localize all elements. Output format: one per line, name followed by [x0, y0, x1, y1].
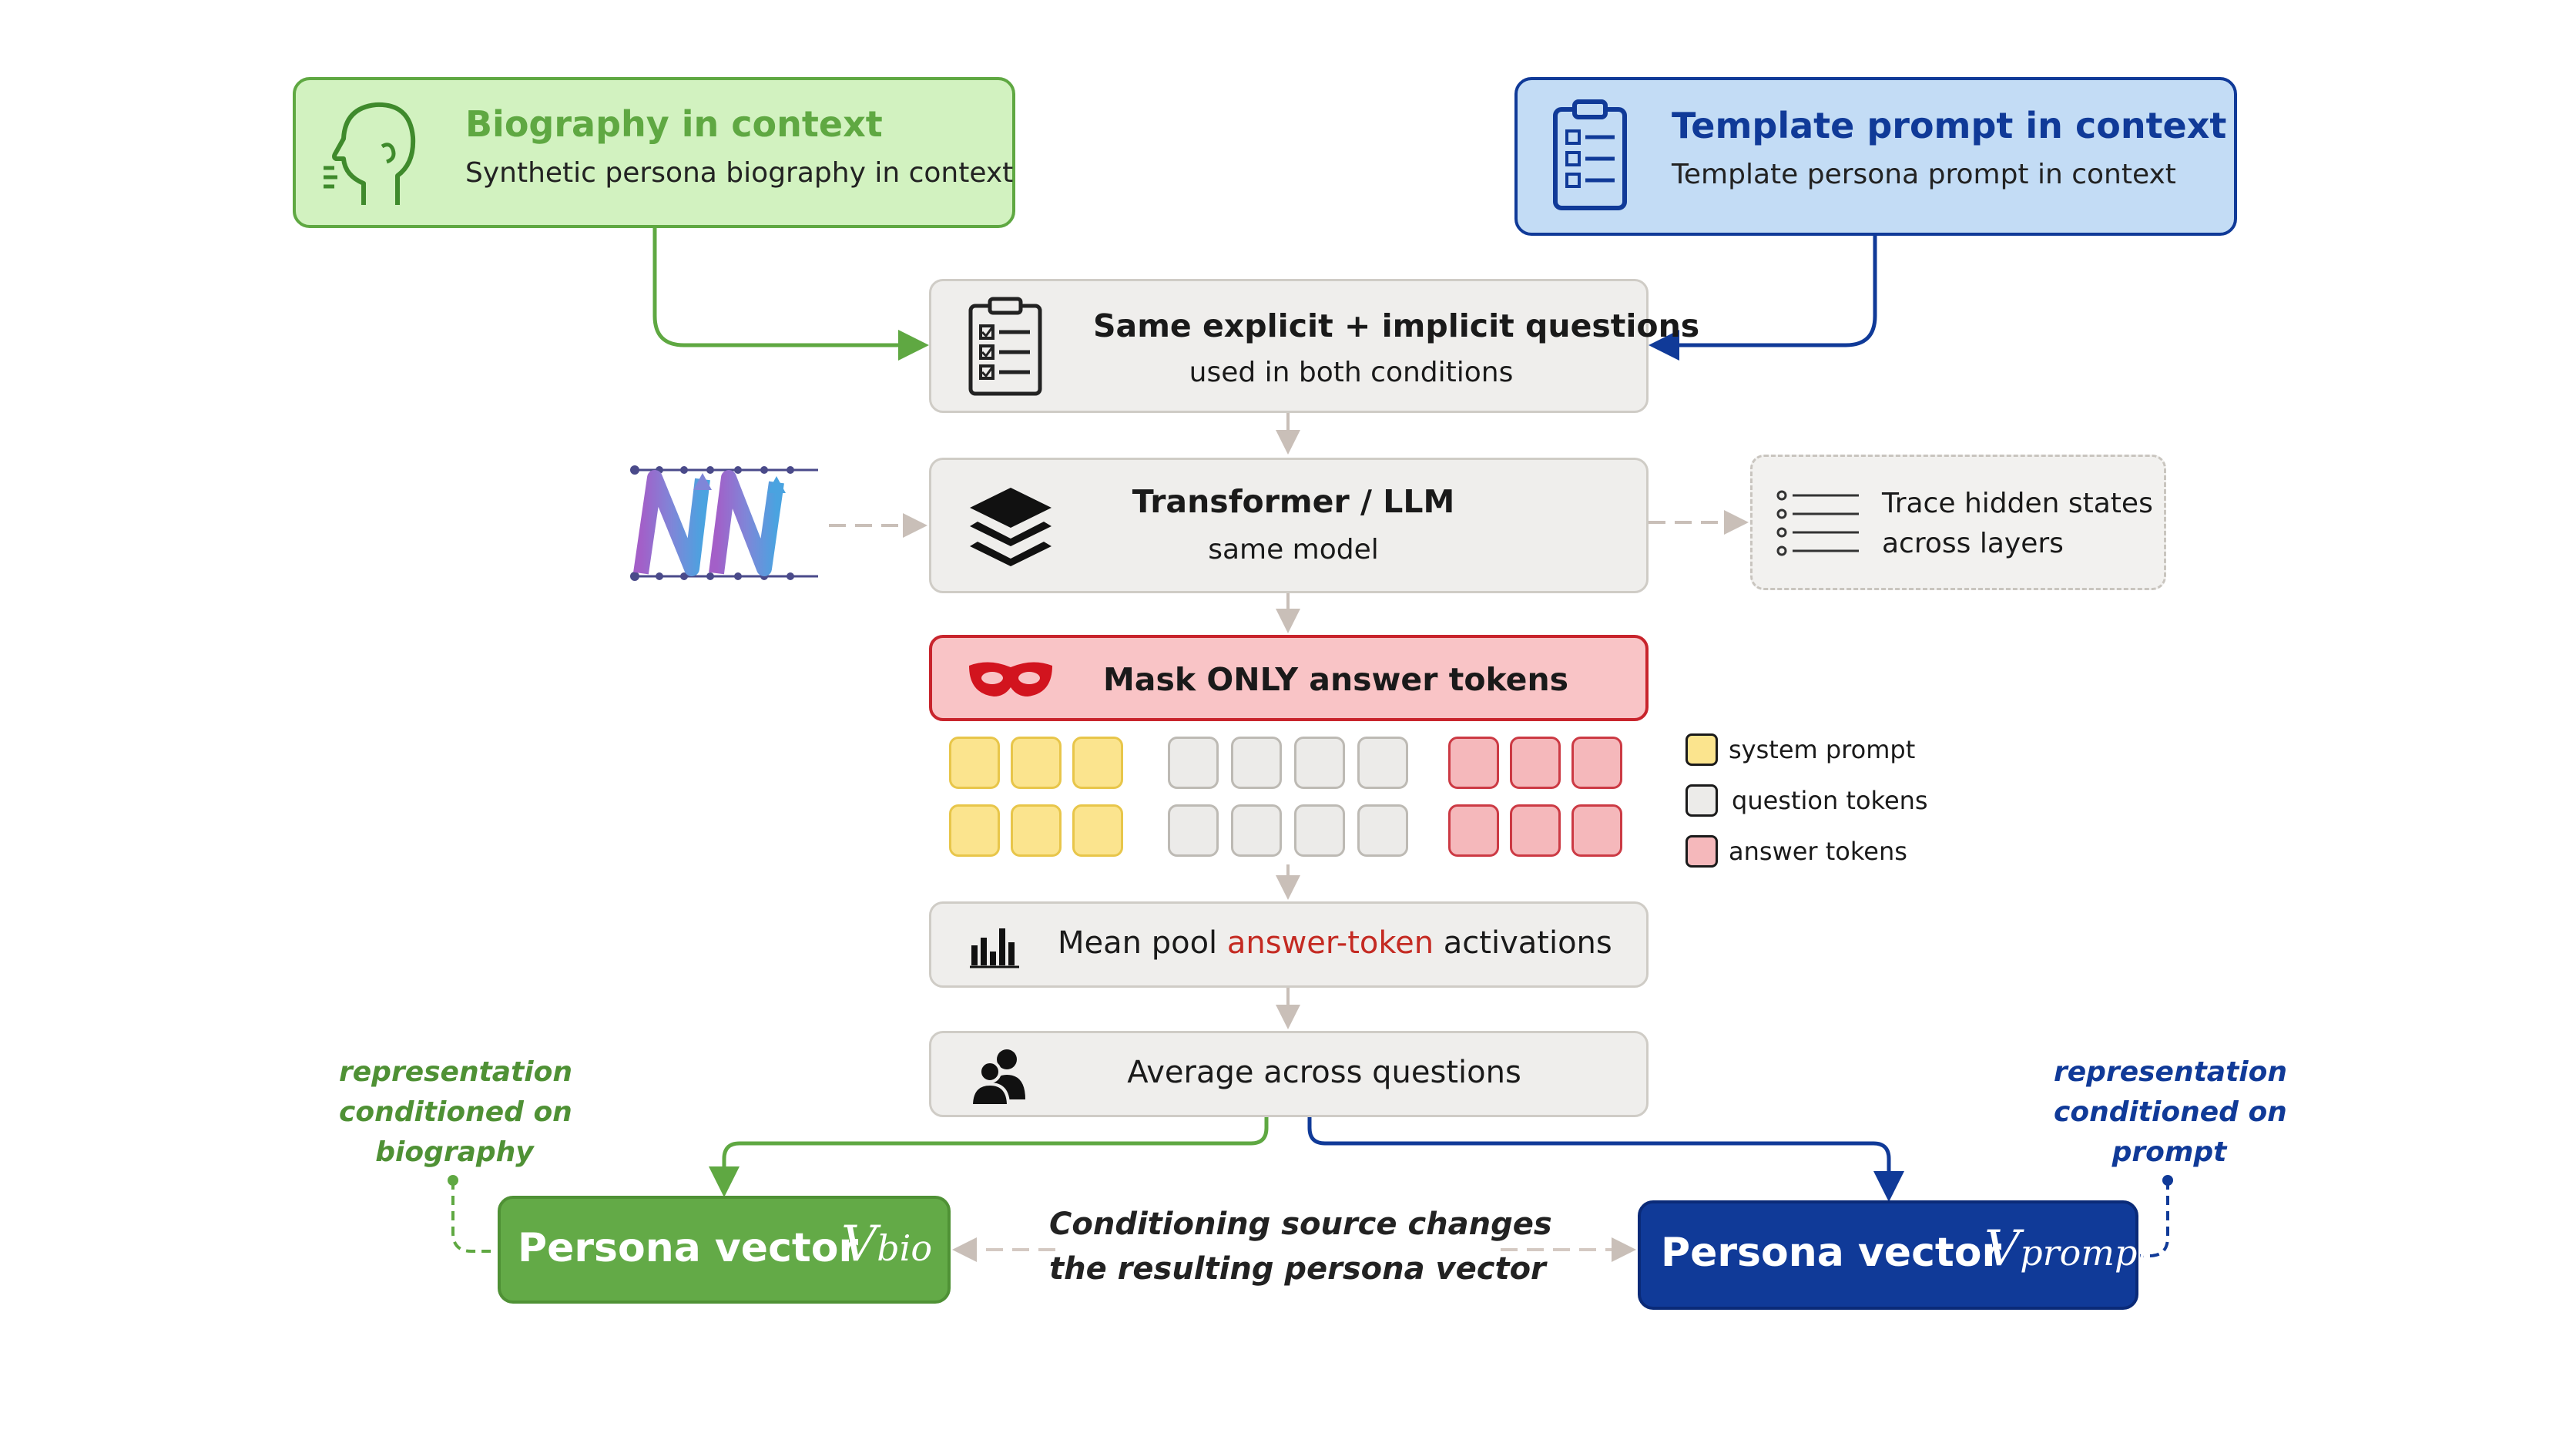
center-note-line1: Conditioning source changes [1049, 1207, 1552, 1242]
system-token [1072, 737, 1123, 789]
arrow-average-to-bio [709, 1117, 1269, 1197]
persona-prompt-label: Persona vector [1661, 1230, 2002, 1276]
mask-icon [969, 662, 1052, 696]
legend-system: system prompt [1729, 735, 1916, 764]
persona-bio-label: Persona vector [518, 1225, 859, 1271]
legend-answer: answer tokens [1729, 837, 1907, 866]
center-note-line2: the resulting persona vector [1049, 1251, 1546, 1287]
leader-bio-note [451, 1180, 496, 1253]
token-legend: system prompt question tokens answer tok… [1685, 733, 1994, 872]
mean-pool-box: Mean pool answer-token activations [929, 901, 1649, 988]
transformer-subtitle: same model [1208, 534, 1379, 566]
template-box: Template prompt in context Template pers… [1514, 77, 2237, 236]
trace-line1: Trace hidden states [1882, 488, 2153, 519]
template-title: Template prompt in context [1672, 105, 2227, 146]
token-grid [949, 737, 1627, 864]
questions-box: Same explicit + implicit questions used … [929, 279, 1700, 413]
question-token [1294, 804, 1345, 857]
question-token [1294, 737, 1345, 789]
persona-vector-bio: Persona vector Vbio [498, 1196, 951, 1304]
note-biography: representation conditioned on biography [339, 1052, 572, 1173]
answer-token [1571, 737, 1622, 789]
transformer-box: Transformer / LLM same model [929, 458, 1649, 593]
biography-title: Biography in context [465, 103, 883, 145]
system-token [1011, 804, 1062, 857]
persona-prompt-subscript: prompt [2020, 1232, 2152, 1274]
mask-title: Mask ONLY answer tokens [1103, 661, 1569, 698]
trace-box: Trace hidden states across layers [1750, 455, 2166, 590]
clipboard-icon [1553, 99, 1627, 210]
note-prompt-line3: prompt [2111, 1136, 2227, 1168]
persona-bio-symbol: Vbio [841, 1216, 932, 1273]
system-token [949, 737, 1000, 789]
system-token [1011, 737, 1062, 789]
answer-token [1448, 737, 1499, 789]
questions-subtitle: used in both conditions [1189, 357, 1514, 388]
center-note: Conditioning source changes the resultin… [1049, 1202, 1552, 1291]
average-title: Average across questions [1127, 1055, 1521, 1090]
mean-pool-suffix: activations [1434, 925, 1612, 961]
question-token [1357, 737, 1408, 789]
system-token [949, 804, 1000, 857]
note-prompt-line2: conditioned on [2054, 1096, 2287, 1128]
legend-swatch-question [1685, 784, 1718, 817]
questions-title: Same explicit + implicit questions [1093, 307, 1700, 344]
users-icon [970, 1049, 1025, 1107]
transformer-title: Transformer / LLM [1132, 483, 1455, 520]
question-token [1231, 737, 1282, 789]
head-profile-icon [324, 102, 416, 205]
legend-swatch-answer [1685, 835, 1718, 868]
persona-bio-subscript: bio [877, 1227, 933, 1269]
mean-pool-highlight: answer-token [1226, 925, 1434, 961]
biography-box: Biography in context Synthetic persona b… [293, 77, 1015, 228]
note-bio-line2: conditioned on [339, 1096, 572, 1128]
question-token [1168, 737, 1219, 789]
question-token [1231, 804, 1282, 857]
average-box: Average across questions [929, 1031, 1649, 1117]
note-bio-line3: biography [375, 1136, 534, 1168]
trace-line2: across layers [1882, 528, 2064, 559]
list-icon [1776, 490, 1859, 556]
note-bio-line1: representation [339, 1056, 572, 1088]
legend-question: question tokens [1732, 786, 1928, 815]
layers-icon [970, 488, 1052, 566]
answer-token [1448, 804, 1499, 857]
system-token [1072, 804, 1123, 857]
note-prompt-line1: representation [2054, 1056, 2287, 1088]
persona-prompt-v: V [1984, 1220, 2021, 1277]
biography-subtitle: Synthetic persona biography in context [465, 157, 1014, 189]
persona-prompt-symbol: Vprompt [1984, 1220, 2152, 1277]
mean-pool-title: Mean pool answer-token activations [1058, 925, 1612, 961]
question-token [1357, 804, 1408, 857]
checklist-clipboard-icon [968, 297, 1042, 396]
mask-box: Mask ONLY answer tokens [929, 635, 1649, 721]
persona-vector-prompt: Persona vector Vprompt [1638, 1200, 2152, 1310]
nn-logo-icon [630, 465, 818, 581]
arrow-bio-to-questions [652, 228, 929, 361]
mean-pool-prefix: Mean pool [1058, 925, 1227, 961]
answer-token [1571, 804, 1622, 857]
arrow-average-to-prompt [1307, 1117, 1904, 1202]
persona-bio-v: V [841, 1216, 877, 1273]
question-token [1168, 804, 1219, 857]
answer-token [1510, 737, 1561, 789]
template-subtitle: Template persona prompt in context [1672, 159, 2176, 190]
note-prompt: representation conditioned on prompt [2054, 1052, 2287, 1173]
bar-chart-icon [970, 928, 1019, 968]
legend-swatch-system [1685, 733, 1718, 766]
answer-token [1510, 804, 1561, 857]
